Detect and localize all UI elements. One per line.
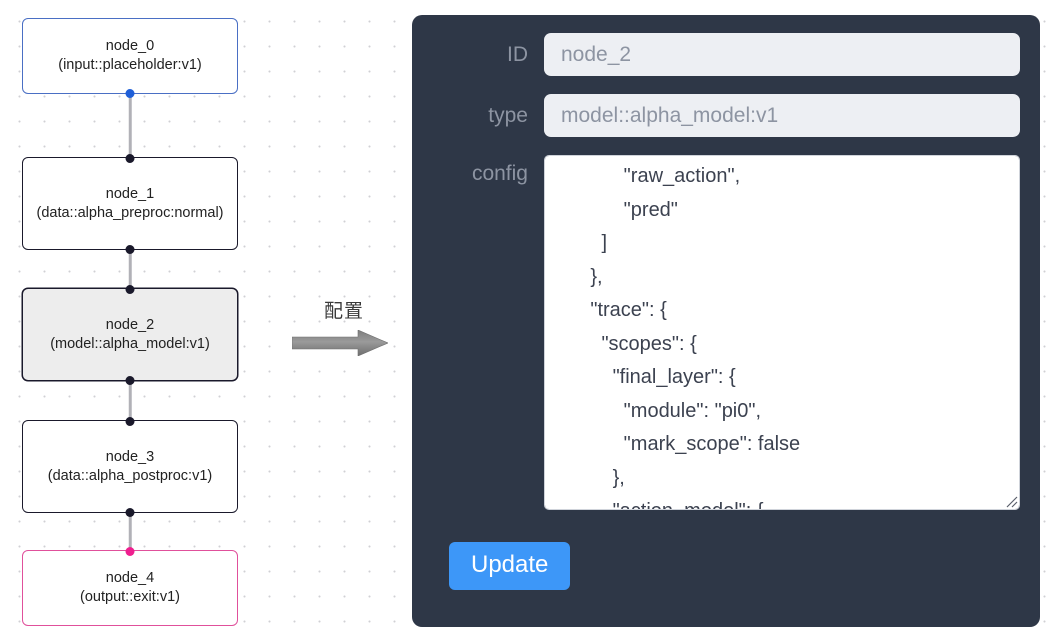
id-input[interactable]: [544, 33, 1020, 76]
node-id-label: node_3: [105, 448, 155, 465]
graph-node-node_4[interactable]: node_4(output::exit:v1): [22, 546, 238, 626]
node-id-label: node_2: [105, 316, 155, 333]
type-label: type: [488, 103, 528, 127]
field-row-config: config: [432, 155, 1020, 510]
node-target-handle[interactable]: [125, 284, 135, 294]
update-button[interactable]: Update: [449, 542, 571, 590]
node-id-label: node_0: [105, 38, 155, 54]
node-type-label: (data::alpha_postproc:v1): [47, 467, 213, 484]
config-label: config: [471, 162, 528, 185]
field-row-type: type: [432, 94, 1020, 137]
node-type-label: (data::alpha_preproc:normal): [36, 204, 224, 221]
arrow-right-icon: [292, 330, 388, 356]
field-row-id: ID: [432, 33, 1020, 76]
node-type-label: (output::exit:v1): [80, 589, 180, 605]
node-properties-panel: ID type config Update: [412, 15, 1040, 627]
configure-arrow-annotation: 配置: [292, 296, 396, 364]
id-label: ID: [507, 42, 528, 66]
node-id-label: node_4: [105, 570, 155, 586]
arrow-label: 配置: [323, 300, 364, 322]
graph-edge[interactable]: [128, 93, 132, 158]
node-target-handle[interactable]: [125, 416, 135, 426]
node-type-label: (model::alpha_model:v1): [50, 335, 210, 352]
graph-edge[interactable]: [128, 249, 132, 289]
type-input[interactable]: [544, 94, 1020, 137]
node-target-handle[interactable]: [125, 546, 135, 556]
graph-node-node_1[interactable]: node_1(data::alpha_preproc:normal): [22, 153, 238, 254]
node-id-label: node_1: [105, 185, 155, 202]
flow-graph[interactable]: node_0(input::placeholder:v1)node_1(data…: [0, 0, 400, 643]
graph-node-node_3[interactable]: node_3(data::alpha_postproc:v1): [22, 416, 238, 517]
graph-node-node_0[interactable]: node_0(input::placeholder:v1): [22, 18, 238, 98]
graph-edge[interactable]: [128, 380, 132, 421]
config-textarea[interactable]: [544, 155, 1020, 510]
node-type-label: (input::placeholder:v1): [58, 57, 202, 73]
graph-edge[interactable]: [128, 512, 132, 551]
node-source-handle[interactable]: [125, 88, 135, 98]
config-textarea-wrapper: [544, 155, 1020, 510]
node-source-handle[interactable]: [125, 375, 135, 385]
node-source-handle[interactable]: [125, 507, 135, 517]
graph-node-node_2[interactable]: node_2(model::alpha_model:v1): [22, 284, 238, 385]
node-source-handle[interactable]: [125, 244, 135, 254]
node-target-handle[interactable]: [125, 153, 135, 163]
